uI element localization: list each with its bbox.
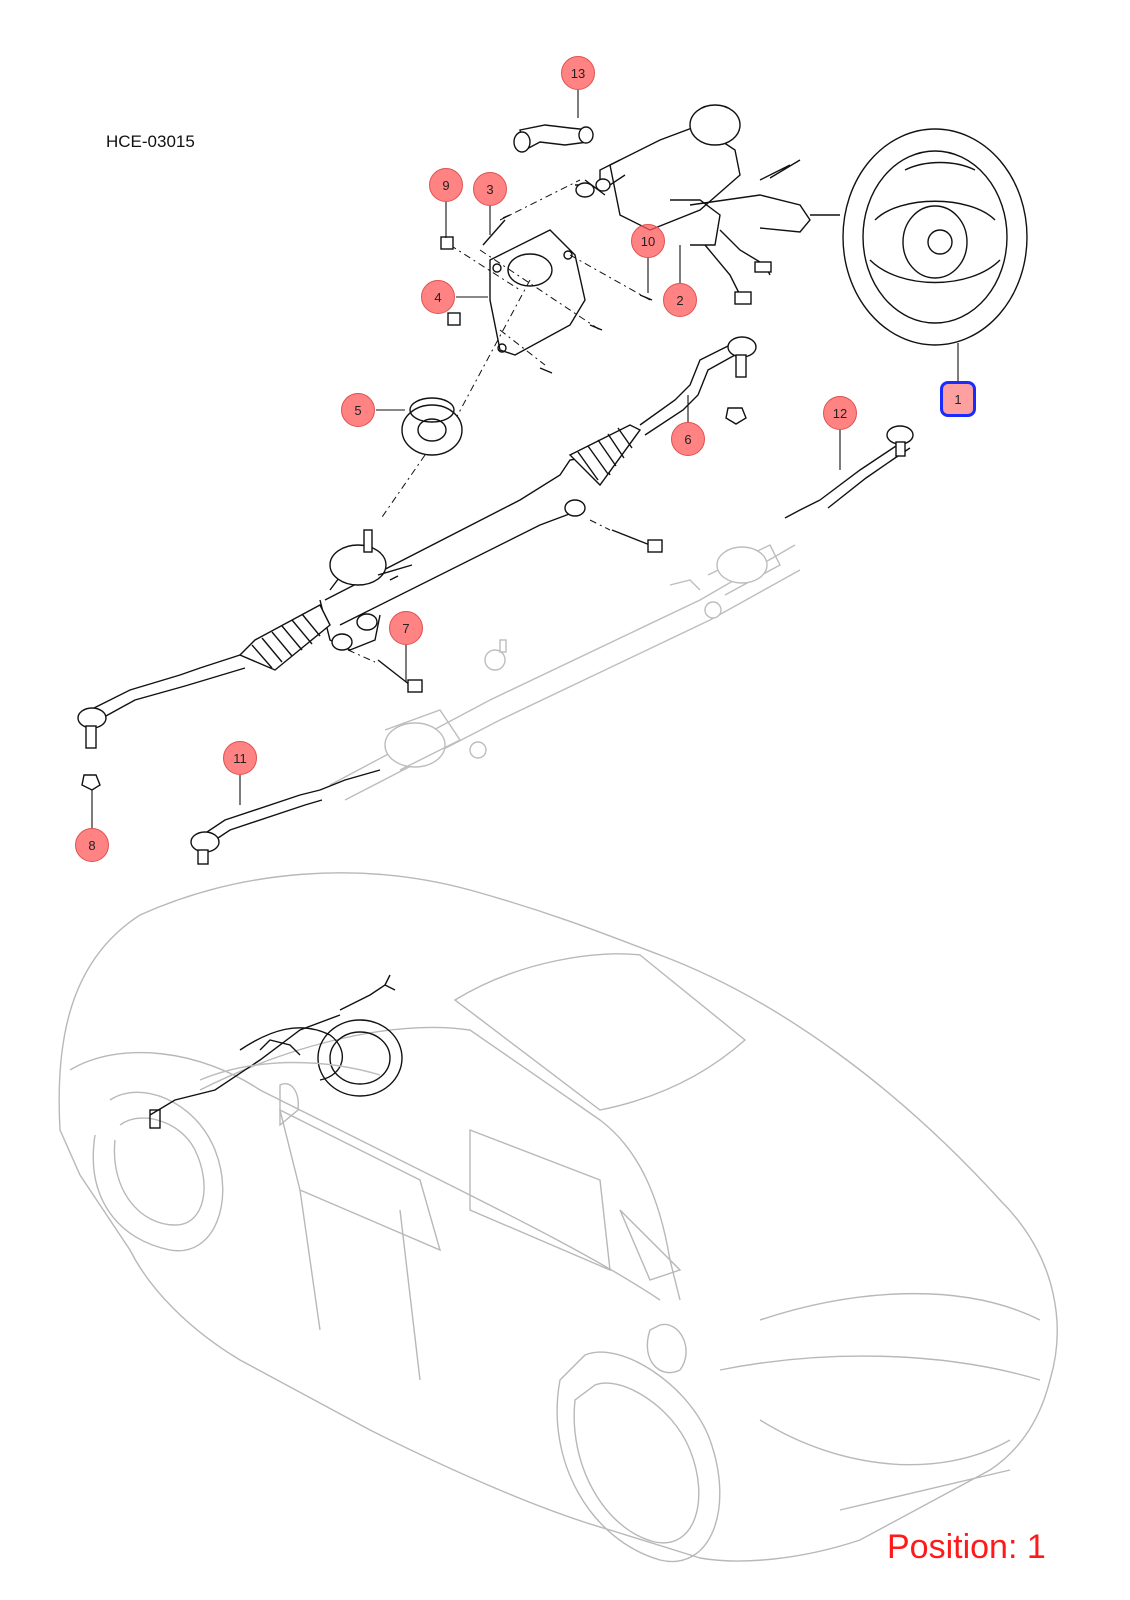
steering-column [575, 104, 840, 305]
callout-part-5[interactable]: 5 [341, 393, 375, 427]
tie-rod-right-12 [784, 425, 914, 519]
cover-plate-4 [440, 179, 653, 421]
callout-part-12[interactable]: 12 [823, 396, 857, 430]
callout-part-13[interactable]: 13 [561, 56, 595, 90]
intermediate-shaft-13 [513, 124, 594, 153]
callout-part-9[interactable]: 9 [429, 168, 463, 202]
callout-part-4[interactable]: 4 [421, 280, 455, 314]
steering-rack-main [77, 336, 757, 791]
callout-part-1[interactable]: 1 [940, 381, 976, 417]
callout-part-11[interactable]: 11 [223, 741, 257, 775]
document-id: HCE-03015 [106, 132, 195, 151]
callout-part-6[interactable]: 6 [671, 422, 705, 456]
callout-part-8[interactable]: 8 [75, 828, 109, 862]
position-indicator: Position: 1 [887, 1528, 1046, 1566]
callout-part-2[interactable]: 2 [663, 283, 697, 317]
secondary-steering-rack-ghost [329, 544, 801, 801]
in-vehicle-steering-sketch [149, 974, 403, 1129]
callout-part-10[interactable]: 10 [631, 224, 665, 258]
steering-wheel-1 [842, 128, 1028, 346]
callout-part-3[interactable]: 3 [473, 172, 507, 206]
callout-part-7[interactable]: 7 [389, 611, 423, 645]
grommet-5 [379, 397, 463, 521]
rack-boot-right [568, 424, 642, 487]
rack-boot-left [238, 604, 331, 671]
vehicle-outline [58, 872, 1058, 1563]
tie-rod-left-11 [190, 769, 381, 865]
leader-lines [91, 90, 959, 828]
